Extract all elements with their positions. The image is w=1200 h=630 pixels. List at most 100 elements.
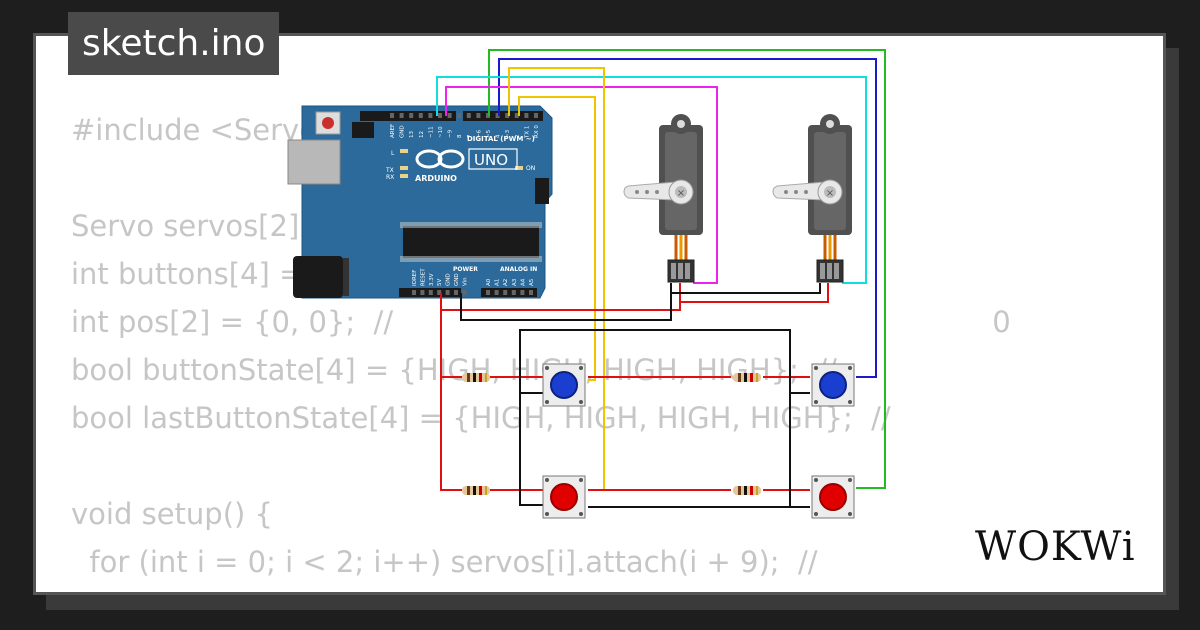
analog-in-label: ANALOG IN — [500, 266, 537, 273]
wokwi-logo[interactable]: WOKWi — [975, 524, 1136, 570]
resistor-4[interactable] — [733, 486, 761, 495]
pin-label: ~3 — [505, 129, 511, 138]
pin-socket[interactable] — [438, 113, 442, 118]
pin-socket[interactable] — [428, 290, 433, 295]
pin-socket[interactable] — [457, 113, 462, 118]
arduino-uno-board[interactable]: DIGITAL (PWM ~) UNO ARDUINO L TX RX ON P… — [287, 105, 553, 299]
sketch-filename-tag: sketch.ino — [68, 12, 280, 75]
wire-green — [488, 49, 886, 489]
pin-socket[interactable] — [454, 290, 458, 295]
svg-text:×: × — [826, 188, 834, 199]
pin-socket[interactable] — [476, 113, 481, 118]
resistor-3[interactable] — [733, 373, 761, 382]
pin-label: A1 — [495, 279, 501, 286]
wire-red-5v — [440, 283, 681, 311]
pin-socket[interactable] — [503, 290, 508, 295]
power-label: POWER — [453, 266, 478, 273]
pin-label: 4 — [496, 134, 502, 138]
arduino-brand-label: ARDUINO — [415, 174, 457, 183]
wires — [436, 49, 886, 508]
pin-socket[interactable] — [428, 113, 433, 118]
pin-socket[interactable] — [514, 113, 519, 118]
wire-black-btn-left — [519, 393, 543, 506]
pin-socket[interactable] — [445, 290, 450, 295]
pin-label: IOREF — [412, 270, 418, 286]
wire-black-top — [519, 329, 791, 393]
pin-label: RX 0 — [534, 125, 540, 138]
pin-socket[interactable] — [437, 290, 442, 295]
pin-label: ~6 — [476, 129, 482, 138]
pin-label: GND — [446, 273, 452, 286]
wire-magenta — [445, 86, 718, 284]
pin-label: ~10 — [438, 126, 444, 138]
pushbutton-blue-1[interactable] — [542, 363, 586, 407]
wire-red-rail — [440, 310, 462, 491]
pin-socket[interactable] — [505, 113, 510, 118]
pin-label: A0 — [486, 278, 492, 286]
usb-port — [287, 139, 341, 185]
pin-label: 13 — [409, 131, 415, 138]
pushbutton-blue-2[interactable] — [811, 363, 855, 407]
pin-label: A2 — [503, 279, 509, 286]
pin-socket[interactable] — [390, 113, 394, 118]
pin-label: Vin — [462, 277, 468, 286]
pin-label: TX 1 — [524, 126, 530, 139]
pin-socket[interactable] — [524, 113, 529, 118]
pin-socket[interactable] — [520, 290, 525, 295]
pin-label: AREF — [390, 124, 396, 138]
pin-label: 2 — [515, 135, 521, 139]
pin-label: ~5 — [486, 129, 492, 138]
pin-socket[interactable] — [495, 113, 500, 118]
pin-socket[interactable] — [534, 113, 538, 118]
servo-motor-1[interactable]: × — [623, 114, 703, 283]
resistor-2[interactable] — [462, 486, 490, 495]
pin-label: A5 — [529, 278, 535, 286]
pin-socket[interactable] — [466, 113, 471, 118]
led-rx-label: RX — [386, 174, 394, 181]
pin-label: A3 — [512, 278, 518, 286]
servo-motor-2[interactable]: × — [772, 114, 852, 283]
pin-label: 7 — [467, 134, 473, 138]
pin-label: GND — [454, 273, 460, 286]
pin-socket[interactable] — [418, 113, 423, 118]
pin-label: ~11 — [428, 126, 434, 138]
atmega-chip — [403, 226, 539, 258]
pin-socket[interactable] — [409, 113, 414, 118]
led-l-label: L — [391, 150, 395, 157]
pin-socket[interactable] — [529, 290, 533, 295]
resistor-1[interactable] — [462, 373, 490, 382]
pin-label: RESET — [420, 268, 426, 286]
pin-socket[interactable] — [399, 113, 404, 118]
uno-label: UNO — [474, 151, 508, 169]
pin-label: A4 — [520, 278, 526, 286]
code-line: void setup() { — [71, 497, 273, 531]
arduino-infinity-logo-icon — [415, 149, 465, 169]
led-on-label: ON — [526, 165, 535, 172]
digital-pwm-label: DIGITAL (PWM ~) — [467, 135, 535, 143]
pin-label: GND — [400, 125, 406, 138]
pin-label: ~9 — [448, 129, 454, 138]
pin-label: 8 — [457, 134, 463, 138]
led-tx-label: TX — [385, 167, 394, 174]
pin-socket[interactable] — [420, 290, 425, 295]
wire-yellow-2 — [518, 96, 596, 381]
pin-label: 3.3V — [429, 273, 435, 286]
pin-socket[interactable] — [486, 290, 490, 295]
pin-label: 12 — [419, 131, 425, 138]
pushbutton-red-1[interactable] — [542, 475, 586, 519]
pin-label: 5V — [437, 279, 443, 286]
pin-socket[interactable] — [462, 290, 467, 295]
pin-socket[interactable] — [511, 290, 516, 295]
pin-socket[interactable] — [412, 290, 416, 295]
pin-socket[interactable] — [494, 290, 499, 295]
code-line: bool lastButtonState[4] = {HIGH, HIGH, H… — [71, 401, 891, 435]
code-line: int pos[2] = {0, 0}; // 0 — [71, 305, 1011, 339]
pushbutton-red-2[interactable] — [811, 475, 855, 519]
power-jack — [293, 256, 343, 298]
pin-socket[interactable] — [447, 113, 452, 118]
wire-red-5v-2 — [680, 283, 829, 303]
